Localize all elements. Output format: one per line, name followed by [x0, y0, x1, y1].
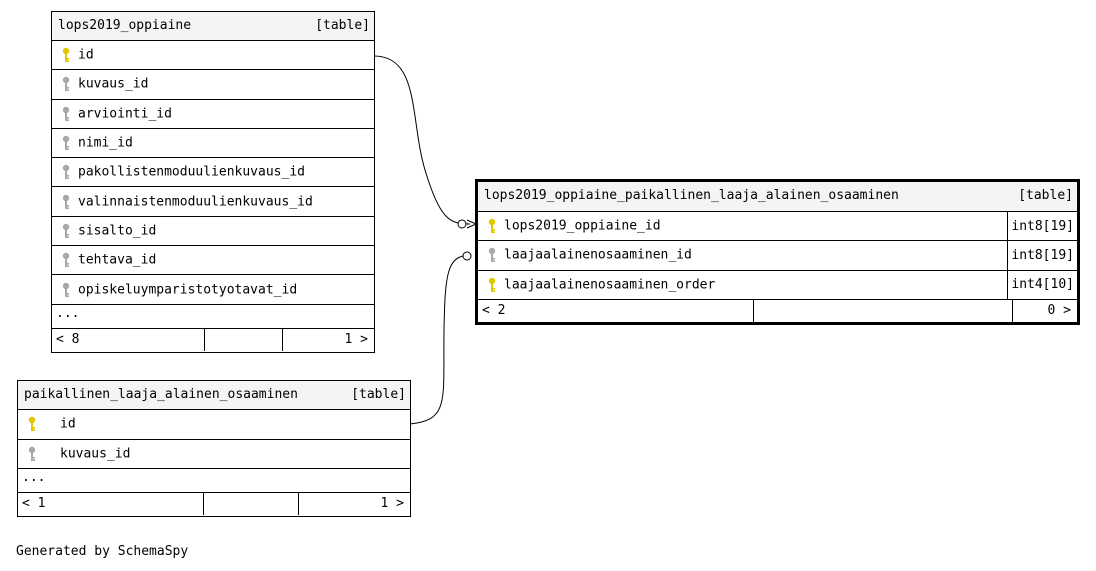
table-header: lops2019_oppiaine [table]: [52, 12, 374, 41]
column-row[interactable]: kuvaus_id: [52, 70, 374, 100]
column-type: int8[19]: [1007, 212, 1077, 241]
column-name: id: [78, 47, 94, 63]
column-name: kuvaus_id: [78, 76, 149, 92]
children-count[interactable]: 0 >: [1047, 302, 1071, 318]
column-row[interactable]: tehtava_id: [52, 246, 374, 276]
footer-divider: [298, 493, 299, 515]
column-row[interactable]: nimi_id: [52, 129, 374, 159]
more-label: ...: [22, 470, 46, 485]
parents-count[interactable]: < 1: [22, 496, 46, 511]
link-paikallinen-to-junction: [409, 254, 471, 425]
table-header: lops2019_oppiaine_paikallinen_laaja_alai…: [478, 182, 1077, 212]
table-lops2019-oppiaine-paikallinen-laaja-alainen-osaaminen[interactable]: lops2019_oppiaine_paikallinen_laaja_alai…: [475, 179, 1080, 325]
table-paikallinen-laaja-alainen-osaaminen[interactable]: paikallinen_laaja_alainen_osaaminen [tab…: [17, 380, 411, 517]
foreign-key-icon: [27, 446, 37, 462]
column-row[interactable]: kuvaus_id: [18, 440, 410, 469]
column-row[interactable]: id: [52, 41, 374, 71]
column-row[interactable]: opiskeluymparistotyotavat_id: [52, 275, 374, 305]
column-row[interactable]: valinnaistenmoduulienkuvaus_id: [52, 187, 374, 217]
link-paikallinen-zero-marker: [462, 251, 472, 261]
column-row[interactable]: pakollistenmoduulienkuvaus_id: [52, 158, 374, 188]
column-row[interactable]: sisalto_id: [52, 217, 374, 247]
generator-credit: Generated by SchemaSpy: [16, 544, 189, 559]
foreign-key-icon: [61, 194, 71, 210]
footer-divider: [753, 299, 754, 322]
column-name: valinnaistenmoduulienkuvaus_id: [78, 194, 313, 210]
footer-divider: [204, 328, 205, 351]
foreign-key-icon: [61, 164, 71, 180]
table-name[interactable]: lops2019_oppiaine: [58, 18, 192, 33]
column-name: laajaalainenosaaminen_order: [504, 277, 716, 293]
foreign-key-icon: [61, 106, 71, 122]
column-row[interactable]: arviointi_id: [52, 100, 374, 129]
primary-key-icon: [487, 277, 497, 293]
column-row[interactable]: laajaalainenosaaminen_id int8[19]: [478, 241, 1077, 271]
column-name: sisalto_id: [78, 223, 157, 239]
column-name: laajaalainenosaaminen_id: [504, 247, 692, 263]
table-footer: < 1 1 >: [18, 493, 410, 515]
children-count[interactable]: 1 >: [344, 331, 368, 347]
table-name[interactable]: lops2019_oppiaine_paikallinen_laaja_alai…: [484, 188, 899, 203]
column-name: tehtava_id: [78, 252, 157, 268]
foreign-key-icon: [61, 252, 71, 268]
footer-divider: [282, 328, 283, 351]
foreign-key-icon: [61, 76, 71, 92]
primary-key-icon: [27, 416, 37, 432]
column-name: id: [60, 416, 76, 432]
foreign-key-icon: [487, 247, 497, 263]
primary-key-icon: [61, 47, 71, 63]
column-name: arviointi_id: [78, 106, 172, 122]
foreign-key-icon: [61, 135, 71, 151]
parents-count[interactable]: < 8: [56, 331, 80, 347]
foreign-key-icon: [61, 282, 71, 298]
table-name[interactable]: paikallinen_laaja_alainen_osaaminen: [24, 387, 298, 402]
column-type: int4[10]: [1007, 270, 1077, 299]
table-footer: < 2 0 >: [478, 299, 1077, 322]
link-oppiaine-to-junction: [373, 55, 471, 225]
column-type: int8[19]: [1007, 241, 1077, 270]
column-name: lops2019_oppiaine_id: [504, 218, 661, 234]
table-footer: < 8 1 >: [52, 328, 374, 351]
column-row[interactable]: id: [18, 410, 410, 440]
more-columns: ...: [52, 305, 374, 329]
more-label: ...: [56, 305, 80, 321]
footer-divider: [203, 493, 204, 515]
table-kind: [table]: [1018, 188, 1073, 203]
children-count[interactable]: 1 >: [380, 496, 404, 511]
more-columns: ...: [18, 469, 410, 493]
table-header: paikallinen_laaja_alainen_osaaminen [tab…: [18, 381, 410, 410]
table-kind: [table]: [351, 387, 406, 402]
footer-divider: [1012, 299, 1013, 322]
foreign-key-icon: [61, 223, 71, 239]
column-row[interactable]: laajaalainenosaaminen_order int4[10]: [478, 270, 1077, 300]
column-name: kuvaus_id: [60, 446, 131, 462]
column-name: nimi_id: [78, 135, 133, 151]
link-oppiaine-zero-marker: [457, 219, 467, 229]
column-name: opiskeluymparistotyotavat_id: [78, 282, 298, 298]
column-name: pakollistenmoduulienkuvaus_id: [78, 164, 305, 180]
column-row[interactable]: lops2019_oppiaine_id int8[19]: [478, 212, 1077, 242]
parents-count[interactable]: < 2: [482, 302, 506, 318]
table-kind: [table]: [315, 18, 370, 33]
primary-key-icon: [487, 218, 497, 234]
